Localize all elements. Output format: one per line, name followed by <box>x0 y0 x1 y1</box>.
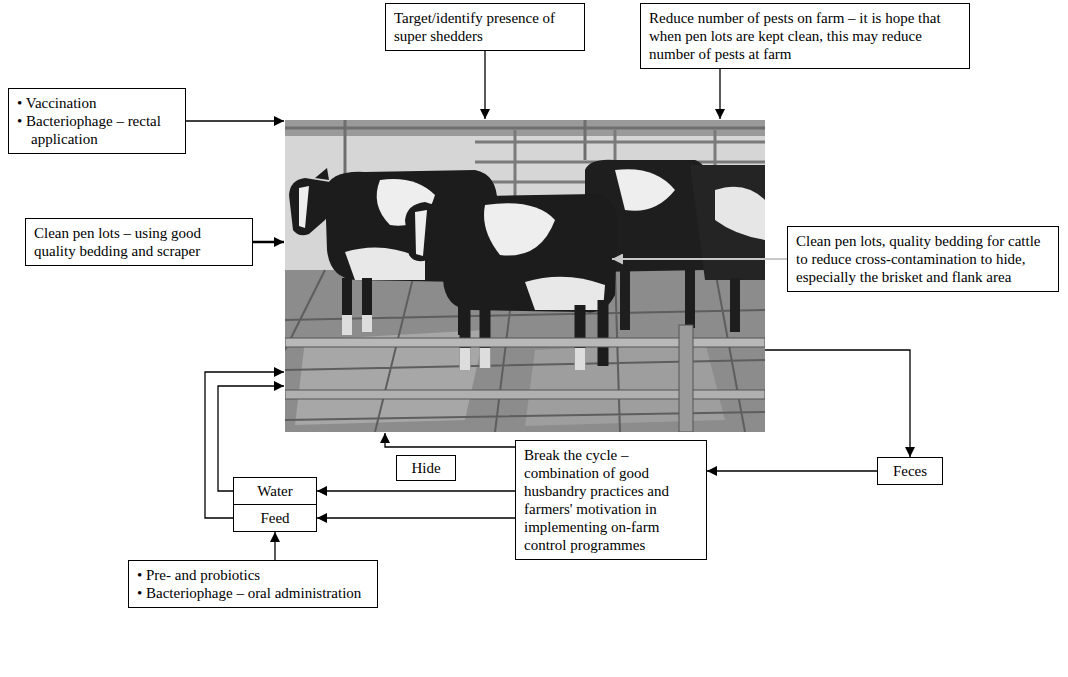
bedding-box: Clean pen lots, quality bedding for catt… <box>787 226 1059 292</box>
box-text: Feed <box>238 509 312 527</box>
box-text: Break the cycle – combination of good hu… <box>524 446 698 554</box>
leader-line <box>186 120 284 121</box>
cow-front-part <box>415 210 427 256</box>
cow-back-part <box>625 270 735 332</box>
barn-background <box>285 120 765 432</box>
hide-box: Hide <box>396 455 456 481</box>
cow-front-part <box>525 277 605 310</box>
feed-box: Feed <box>233 504 317 532</box>
box-text: Feces <box>882 462 938 480</box>
cow-front-part <box>435 194 449 206</box>
cycle-box: Break the cycle – combination of good hu… <box>515 440 707 560</box>
cow-front-part <box>465 348 580 370</box>
barn-background-part <box>285 120 765 432</box>
cow-back-part <box>615 169 675 211</box>
cow-front-part <box>443 194 617 312</box>
leader-line <box>765 350 910 457</box>
flow-arrow <box>317 517 515 518</box>
water-box: Water <box>233 477 317 505</box>
box-text: Target/identify presence of super shedde… <box>394 9 576 45</box>
cow-front-part <box>405 202 453 261</box>
cow-left-part <box>289 178 335 235</box>
feces-box: Feces <box>877 457 943 485</box>
leader-line <box>253 241 284 244</box>
leader-line <box>218 386 284 491</box>
box-text: Water <box>238 482 312 500</box>
cow-back-part <box>715 187 765 240</box>
treatment-box: • Vaccination• Bacteriophage – rectal ap… <box>8 88 186 154</box>
cow-left-part <box>299 186 309 228</box>
pen-box: Clean pen lots – using good quality bedd… <box>25 218 253 266</box>
target-box: Target/identify presence of super shedde… <box>385 3 585 51</box>
cow-back-part <box>690 165 765 280</box>
flow-arrow <box>707 470 877 471</box>
box-text: Clean pen lots – using good quality bedd… <box>34 224 244 260</box>
box-text: • Pre- and probiotics <box>137 566 369 584</box>
cow-front-part <box>484 203 555 255</box>
box-text: • Bacteriophage – rectal application <box>17 112 177 148</box>
flow-arrow <box>274 532 275 560</box>
feed-additive-box: • Pre- and probiotics• Bacteriophage – o… <box>128 560 378 608</box>
box-text: • Vaccination <box>17 94 177 112</box>
flow-arrow <box>317 490 515 491</box>
box-text: Clean pen lots, quality bedding for catt… <box>796 232 1050 286</box>
box-text: • Bacteriophage – oral administration <box>137 584 369 602</box>
leader-line <box>484 51 485 119</box>
cow-left-part <box>347 315 367 335</box>
leader-line <box>719 69 720 119</box>
rail <box>285 325 765 432</box>
box-text: Hide <box>401 459 451 477</box>
leader-line <box>385 433 515 447</box>
cow-left-part <box>315 168 329 180</box>
pest-box: Reduce number of pests on farm – it is h… <box>640 3 970 69</box>
rail-part <box>679 325 693 432</box>
box-text: Reduce number of pests on farm – it is h… <box>649 9 961 63</box>
cow-front-part <box>465 300 603 370</box>
cattle-photo <box>285 120 765 432</box>
leader-line <box>612 258 787 260</box>
